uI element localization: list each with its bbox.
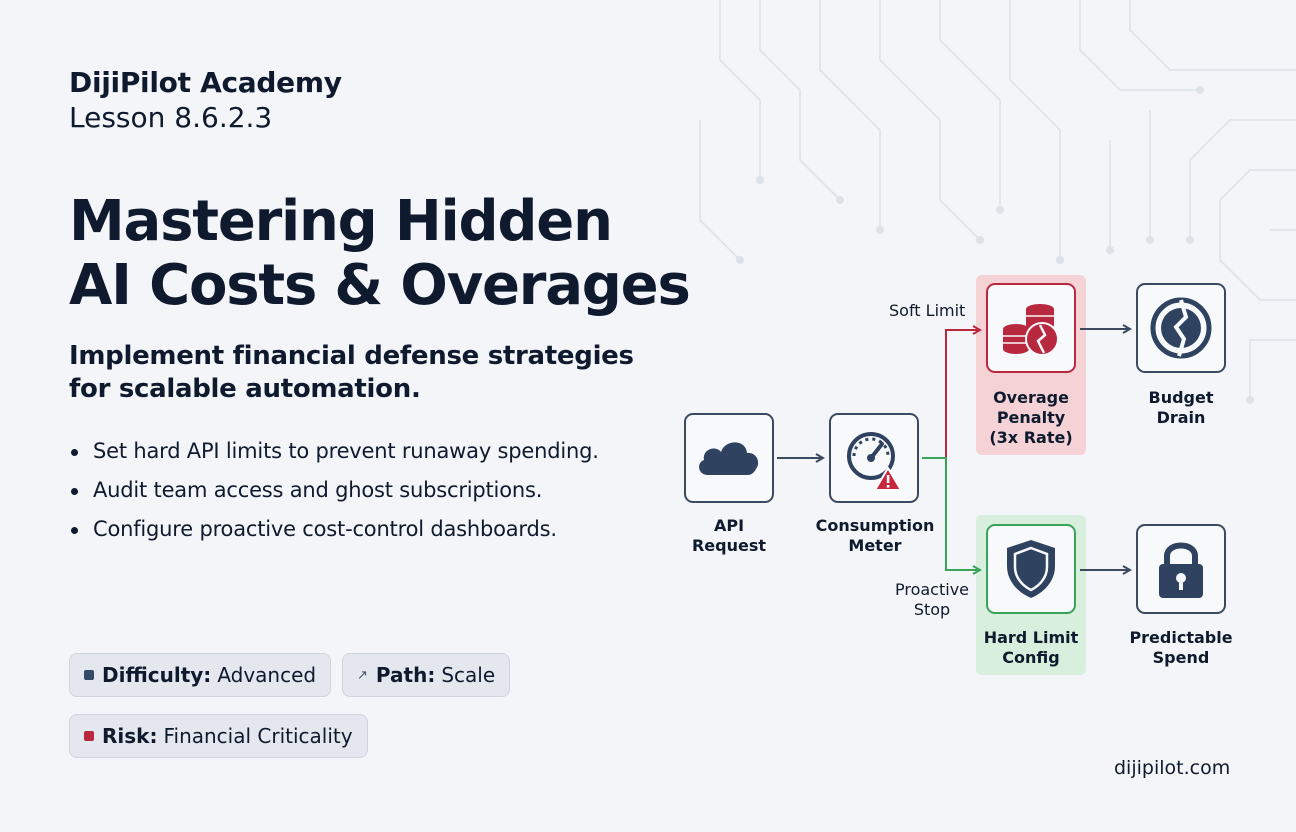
shield-icon xyxy=(1007,540,1055,598)
difficulty-square-icon xyxy=(84,670,94,680)
difficulty-value: Advanced xyxy=(217,663,317,687)
path-key: Path: xyxy=(375,663,436,687)
cloud-icon xyxy=(699,442,759,475)
edge-meter-to-hardlimit xyxy=(922,457,980,570)
list-item: Audit team access and ghost subscription… xyxy=(69,471,599,510)
predictable-spend-label: Predictable Spend xyxy=(1129,628,1233,667)
consumption-meter-node xyxy=(829,413,919,503)
lock-icon xyxy=(1159,542,1203,598)
soft-limit-label: Soft Limit xyxy=(889,301,966,320)
broken-circle-icon xyxy=(1150,297,1212,359)
budget-drain-label: Budget Drain xyxy=(1148,388,1214,427)
page-title: Mastering Hidden AI Costs & Overages xyxy=(69,190,769,318)
bullet-list: Set hard API limits to prevent runaway s… xyxy=(69,432,599,549)
list-item: Set hard API limits to prevent runaway s… xyxy=(69,432,599,471)
risk-square-icon xyxy=(84,731,94,741)
page-subtitle: Implement financial defense strategies f… xyxy=(69,340,689,406)
difficulty-badge: Difficulty: Advanced xyxy=(69,653,332,697)
subtitle-line-2: for scalable automation. xyxy=(69,374,421,404)
title-line-1: Mastering Hidden xyxy=(69,189,613,254)
hard-limit-config-label: Hard Limit Config xyxy=(983,628,1079,667)
risk-badge: Risk: Financial Criticality xyxy=(69,714,368,758)
gauge-warning-icon xyxy=(847,432,902,491)
title-line-2: AI Costs & Overages xyxy=(69,253,691,318)
budget-drain-node xyxy=(1136,283,1226,373)
footer-url[interactable]: dijipilot.com xyxy=(1114,757,1231,779)
lesson-number: Lesson 8.6.2.3 xyxy=(69,101,273,134)
subtitle-line-1: Implement financial defense strategies xyxy=(69,341,634,371)
risk-key: Risk: xyxy=(102,724,158,748)
path-badge: ↗ Path: Scale xyxy=(342,653,511,697)
overage-penalty-label: Overage Penalty (3x Rate) xyxy=(989,388,1073,447)
proactive-stop-label: Proactive Stop xyxy=(894,580,969,619)
academy-name: DijiPilot Academy xyxy=(69,66,342,99)
broken-coins-icon xyxy=(1003,304,1059,356)
list-item: Configure proactive cost-control dashboa… xyxy=(69,510,599,549)
api-request-node xyxy=(684,413,774,503)
risk-value: Financial Criticality xyxy=(163,724,353,748)
path-value: Scale xyxy=(441,663,496,687)
predictable-spend-node xyxy=(1136,524,1226,614)
diagonal-arrow-icon: ↗ xyxy=(357,667,368,683)
api-request-label: API Request xyxy=(691,516,767,555)
difficulty-key: Difficulty: xyxy=(102,663,212,687)
overage-penalty-node xyxy=(986,283,1076,373)
hard-limit-config-node xyxy=(986,524,1076,614)
consumption-meter-label: Consumption Meter xyxy=(815,516,935,555)
